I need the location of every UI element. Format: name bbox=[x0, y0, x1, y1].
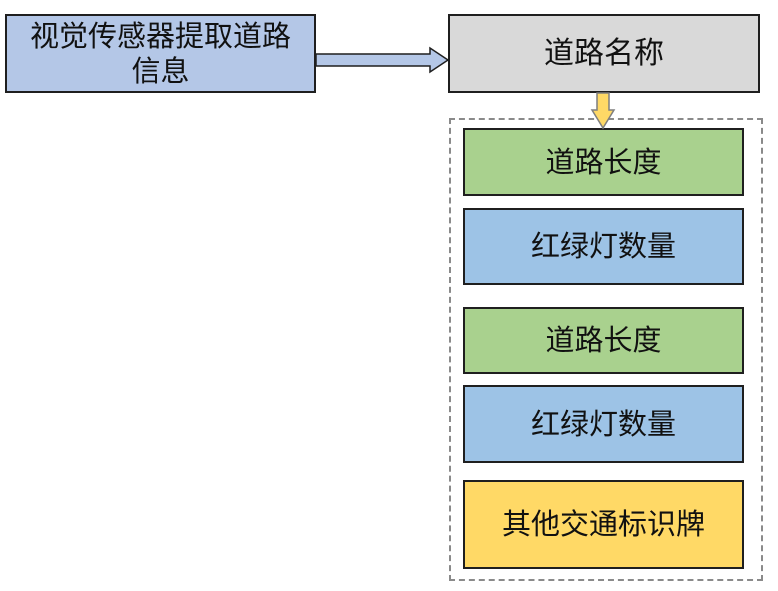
attribute-label: 红绿灯数量 bbox=[530, 229, 676, 264]
attribute-box-traffic-light-count: 红绿灯数量 bbox=[463, 385, 744, 463]
attribute-box-other-traffic-signs: 其他交通标识牌 bbox=[463, 480, 744, 569]
attribute-label: 其他交通标识牌 bbox=[501, 507, 705, 542]
attribute-box-road-length: 道路长度 bbox=[463, 307, 744, 374]
arrow-source-to-name bbox=[315, 46, 450, 74]
attribute-box-road-length: 道路长度 bbox=[463, 128, 744, 196]
attribute-label: 道路长度 bbox=[545, 323, 662, 358]
source-label: 视觉传感器提取道路信息 bbox=[29, 18, 291, 88]
road-name-label: 道路名称 bbox=[544, 35, 664, 71]
attribute-box-traffic-light-count: 红绿灯数量 bbox=[463, 208, 744, 285]
attribute-label: 红绿灯数量 bbox=[530, 406, 676, 441]
attribute-label: 道路长度 bbox=[545, 144, 662, 179]
source-box: 视觉传感器提取道路信息 bbox=[5, 14, 316, 93]
road-name-box: 道路名称 bbox=[448, 14, 760, 93]
